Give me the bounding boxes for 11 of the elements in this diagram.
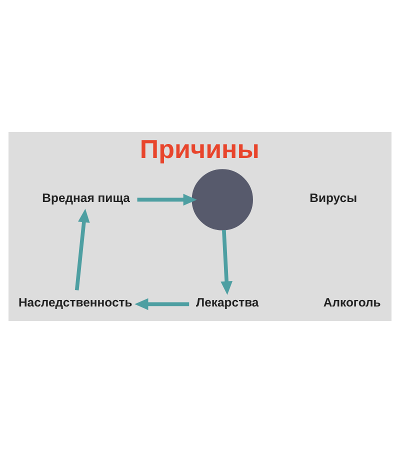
node-text: Алкоголь bbox=[323, 294, 381, 309]
node-text: Лекарства bbox=[196, 294, 259, 309]
arrow bbox=[137, 193, 197, 206]
arrow bbox=[74, 208, 90, 290]
node-text: Вирусы bbox=[310, 190, 358, 204]
node-text: Наследственность bbox=[18, 294, 132, 309]
diagram-title: Причины bbox=[140, 134, 260, 164]
arrow bbox=[220, 229, 233, 294]
node-text: Вредная пища bbox=[42, 190, 130, 204]
arrow bbox=[134, 298, 190, 310]
node-circle bbox=[192, 168, 253, 230]
